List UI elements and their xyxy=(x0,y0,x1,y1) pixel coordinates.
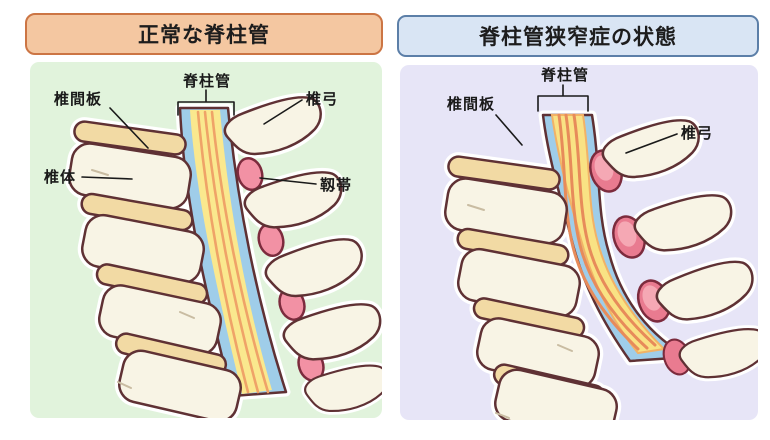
label-intervertebral-disc: 椎間板 xyxy=(447,95,495,113)
stenosis-spine-panel: 脊柱管 椎間板 椎弓 xyxy=(400,65,758,420)
label-spinal-canal: 脊柱管 xyxy=(182,72,231,90)
disc-leader-line xyxy=(109,107,149,149)
ligaments-thickened xyxy=(583,145,696,379)
label-ligament: 靱帯 xyxy=(320,176,352,194)
left-panel-title-text: 正常な脊柱管 xyxy=(138,24,270,47)
canal-bracket xyxy=(177,89,235,116)
label-vertebral-arch: 椎弓 xyxy=(306,90,338,108)
nerve-stripe xyxy=(203,110,260,394)
stenosis-spine-illustration: 脊柱管 椎間板 椎弓 xyxy=(400,66,758,420)
normal-spine-illustration: 椎間板 脊柱管 椎弓 椎体 靱帯 xyxy=(44,72,382,418)
label-spinal-canal: 脊柱管 xyxy=(540,66,589,84)
right-panel-title: 脊柱管狭窄症の状態 xyxy=(397,15,759,57)
canal-bracket xyxy=(537,84,589,112)
label-vertebral-body: 椎体 xyxy=(44,168,76,186)
left-panel-title: 正常な脊柱管 xyxy=(25,13,383,55)
nerve-bundle xyxy=(190,110,272,394)
arch-leader-line xyxy=(625,133,678,154)
nerve-stripe xyxy=(564,113,649,350)
right-panel-title-text: 脊柱管狭窄症の状態 xyxy=(479,26,677,49)
vertebral-column xyxy=(441,154,622,420)
vertebral-column xyxy=(65,119,246,418)
disc-leader-line xyxy=(495,114,523,146)
label-vertebral-arch: 椎弓 xyxy=(681,124,713,142)
nerve-stripe xyxy=(196,110,250,394)
nerve-stripe xyxy=(572,113,657,347)
normal-spine-panel: 椎間板 脊柱管 椎弓 椎体 靱帯 xyxy=(30,62,382,418)
nerve-stripe xyxy=(557,113,640,351)
arch-leader-line xyxy=(263,99,303,125)
spinal-canal-normal xyxy=(178,106,288,398)
body-leader-line xyxy=(81,176,133,180)
ligament-leader-line xyxy=(259,177,317,185)
nerve-stripe xyxy=(210,110,270,394)
label-intervertebral-disc: 椎間板 xyxy=(54,90,102,108)
